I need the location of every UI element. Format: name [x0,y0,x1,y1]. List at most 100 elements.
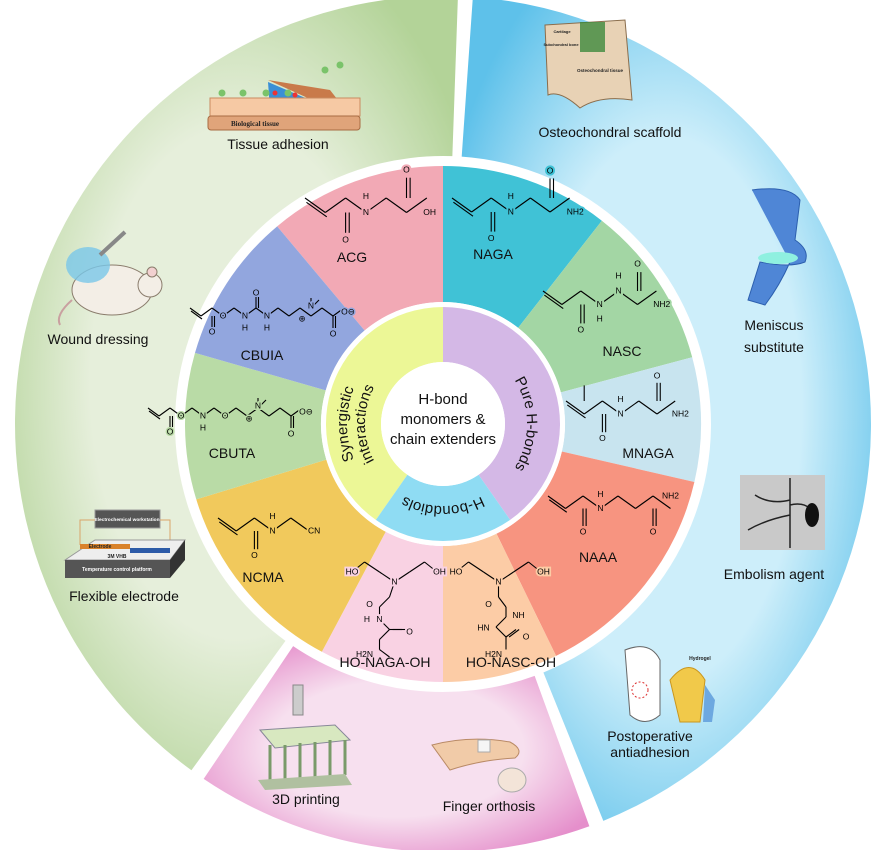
cartilage-text: Cartilage [553,29,571,34]
atom-label: HO [450,566,463,576]
atom-label: N [391,576,397,586]
core-segment-2 [375,474,511,541]
monomer-label-naaa: NAAA [579,549,618,565]
atom-label: N [264,310,270,320]
atom-label: NH2 [662,490,679,500]
tissue-adhesion-label: Tissue adhesion [227,136,328,152]
monomer-label-ho-nasc-oh: HO-NASC-OH [466,654,556,670]
subchondral-bone-text: Subchondral bone [543,42,579,47]
atom-label: O⊖ [299,406,313,416]
core-segment-0 [325,307,443,520]
atom-label: NH2 [653,299,670,309]
monomer-label-naga: NAGA [473,246,513,262]
atom-label: N [495,576,501,586]
atom-label: O [167,426,174,436]
atom-label: O [366,599,373,609]
atom-label: H [200,422,206,432]
synergistic-label-1: Synergistic [334,383,358,464]
atom-label: O [580,527,587,537]
monomer-wedge-naga [443,166,602,328]
knee-figure [747,188,807,306]
rat-figure: Hydrogel [624,646,715,723]
atom-label: ⊕ [298,313,305,323]
atom-label: O [577,324,584,334]
embolism-figure [740,475,825,550]
atom-label: O [634,258,641,268]
atom-label: H [264,322,270,332]
atom-label: OH [433,566,446,576]
atom-label: O [523,631,530,641]
monomer-wedge-naaa [496,451,695,656]
atom-label: H [270,511,276,521]
atom-label: H [363,191,369,201]
flexible-electrode-figure: Electrochemical workstation Electrode 3M… [63,509,186,578]
atom-label: NH [512,610,524,620]
atom-label: O [330,328,337,338]
atom-label: O⊖ [341,306,355,316]
atom-label: O [650,527,657,537]
atom-label: HN [477,623,489,633]
monomer-label-cbuta: CBUTA [209,445,256,461]
wound-dressing-label: Wound dressing [48,331,149,347]
monomer-wedge-mnaga [560,357,701,483]
tissue-adhesion-figure: Biological tissue [207,61,361,131]
atom-label: OH [423,207,436,217]
monomer-wedge-cbuia [194,226,365,391]
atom-label: H [242,322,248,332]
atom-label: N [363,207,369,217]
flexible-electrode-label: Flexible electrode [69,588,179,604]
osteochondral-tissue-text: Osteochondral tissue [577,68,624,73]
monomer-wedge-nasc [518,220,693,393]
atom-label: H [364,614,370,624]
atom-label: H [618,394,624,404]
platform-text: Temperature control platform [82,567,152,573]
atom-label: O [485,599,492,609]
meniscus-label-2: substitute [744,339,804,355]
meniscus-label-1: Meniscus [744,317,803,333]
atom-label: N [597,299,603,309]
atom-label: H [616,270,622,280]
biological-tissue-text: Biological tissue [231,120,279,128]
atom-label: OH [537,566,550,576]
core-segment-1 [443,307,561,520]
atom-label: O [178,410,185,420]
atom-label: O [599,433,606,443]
monomer-wedge-ncma [196,459,386,652]
center-line-1: H-bond [418,391,467,408]
atom-label: N [618,408,624,418]
monomer-label-mnaga: MNAGA [622,445,674,461]
atom-label: N [242,310,248,320]
structure-ho-nasc-oh: HO N OH O NH HN O H2N [448,561,552,661]
embolism-agent-label: Embolism agent [724,566,824,582]
atom-label: HO [346,566,359,576]
atom-label: O [251,550,258,560]
atom-label: O [547,166,554,176]
electrode-text: Electrode [89,544,112,550]
atom-label: CN [308,525,320,535]
atom-label: O [209,326,216,336]
atom-label: O [406,626,413,636]
monomer-label-ncma: NCMA [242,569,284,585]
atom-label: O [403,165,410,175]
atom-label: O [654,371,661,381]
atom-label: H2N [485,649,502,659]
center-line-2: monomers & [400,411,485,428]
monomer-wedge-ho-nasc-oh [443,533,557,682]
center-circle [381,362,505,486]
hydrogel-text: Hydrogel [689,656,711,662]
atom-label: O [488,233,495,243]
atom-label: O [222,410,229,420]
atom-label: N [597,503,603,513]
monomer-label-cbuia: CBUIA [241,347,284,363]
monomer-wedge-cbuta [185,352,327,500]
vhb-text: 3M VHB [108,554,127,560]
atom-label: N [255,400,261,410]
